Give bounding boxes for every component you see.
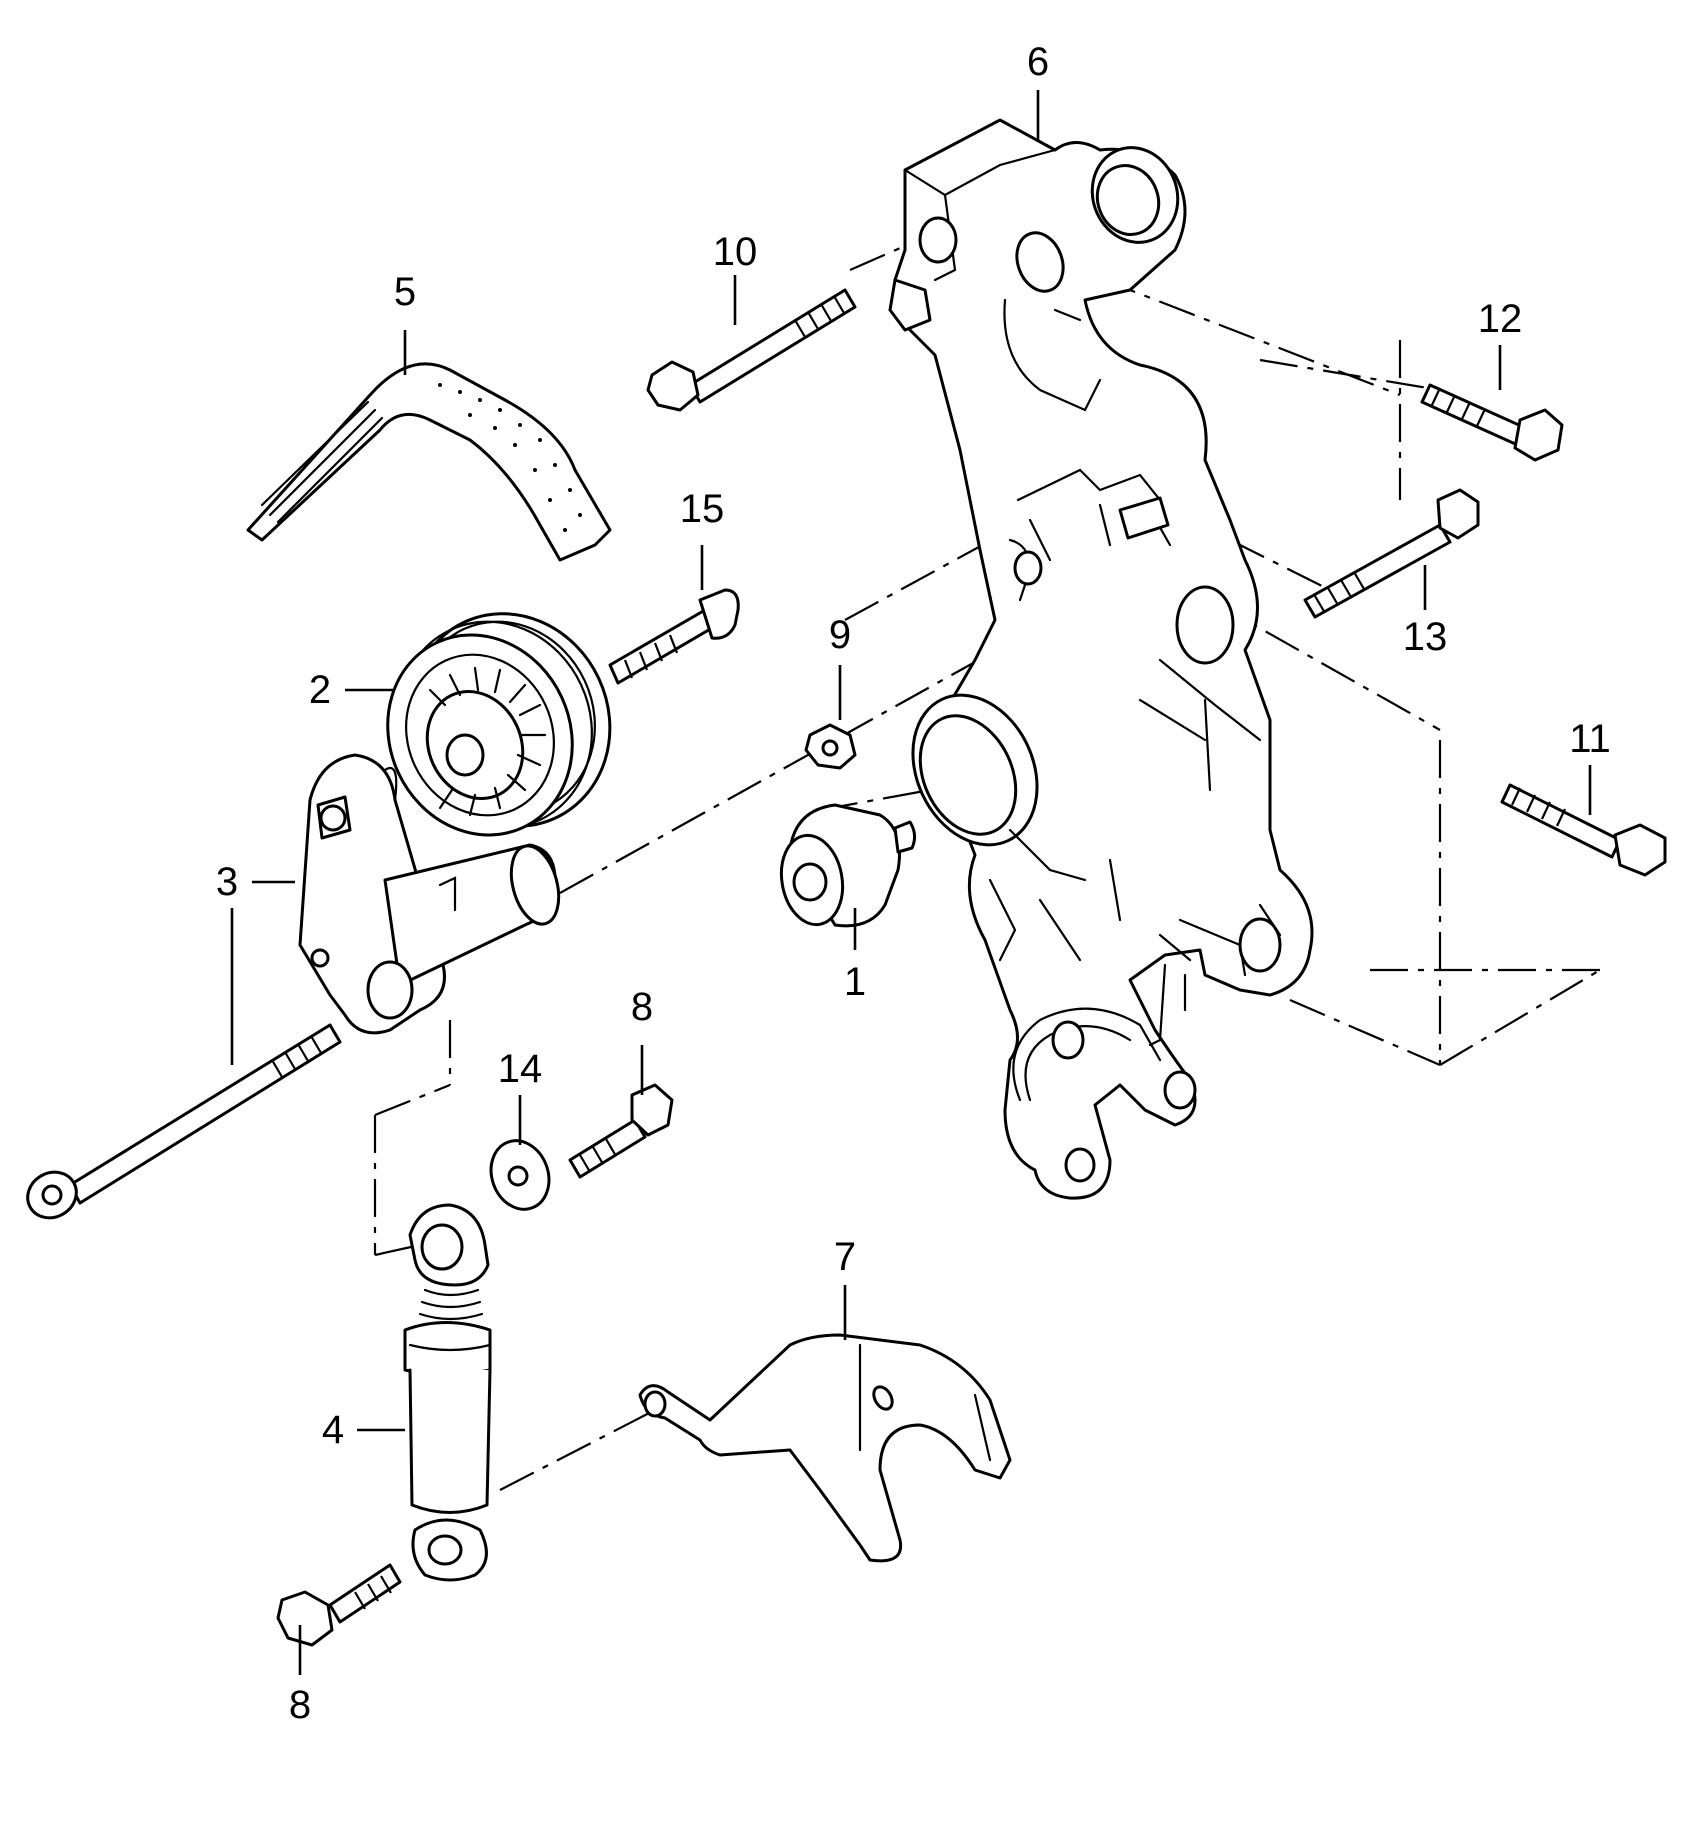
callout-10: 10: [713, 230, 758, 274]
callout-9: 9: [829, 613, 851, 657]
part-7-bracket: [638, 1333, 1012, 1563]
callout-3-arm: 3: [216, 860, 238, 904]
callout-8-upper: 8: [631, 985, 653, 1029]
callout-13: 13: [1403, 615, 1448, 659]
part-9-nut: [804, 723, 857, 770]
part-5-ribbed-belt: [246, 362, 612, 562]
part-15-pulley-bolt: [608, 588, 740, 685]
part-14-washer: [489, 1139, 551, 1211]
callout-labels: 1 2 3 3 4 5 6 7 8 8 9 10 11 12 13 14 15: [216, 40, 1611, 1727]
part-1-bushing: [779, 803, 917, 928]
callout-8-lower: 8: [289, 1683, 311, 1727]
callout-7: 7: [834, 1235, 856, 1279]
callout-11: 11: [1569, 717, 1611, 761]
part-12-bolt: [1420, 383, 1564, 462]
callout-1: 1: [844, 960, 866, 1004]
part-4-damper: [403, 1203, 492, 1582]
part-6-main-bracket: [888, 118, 1314, 1200]
callout-2: 2: [309, 668, 331, 712]
callout-14: 14: [498, 1047, 543, 1091]
callout-6: 6: [1027, 40, 1049, 84]
callout-4: 4: [322, 1408, 344, 1452]
part-2-pulley: [386, 612, 612, 837]
part-3-long-bolt: [26, 1023, 342, 1220]
part-3-tensioner-arm: [298, 753, 561, 1035]
callout-5: 5: [394, 270, 416, 314]
callout-12: 12: [1478, 297, 1523, 341]
part-10-bolt: [646, 288, 857, 412]
callout-15: 15: [680, 487, 725, 531]
part-8-upper-bolt: [568, 1083, 674, 1179]
callout-leaders: [230, 90, 1592, 1675]
part-13-bolt: [1303, 488, 1480, 619]
part-11-bolt: [1500, 783, 1667, 877]
part-8-lower-bolt: [276, 1563, 402, 1647]
